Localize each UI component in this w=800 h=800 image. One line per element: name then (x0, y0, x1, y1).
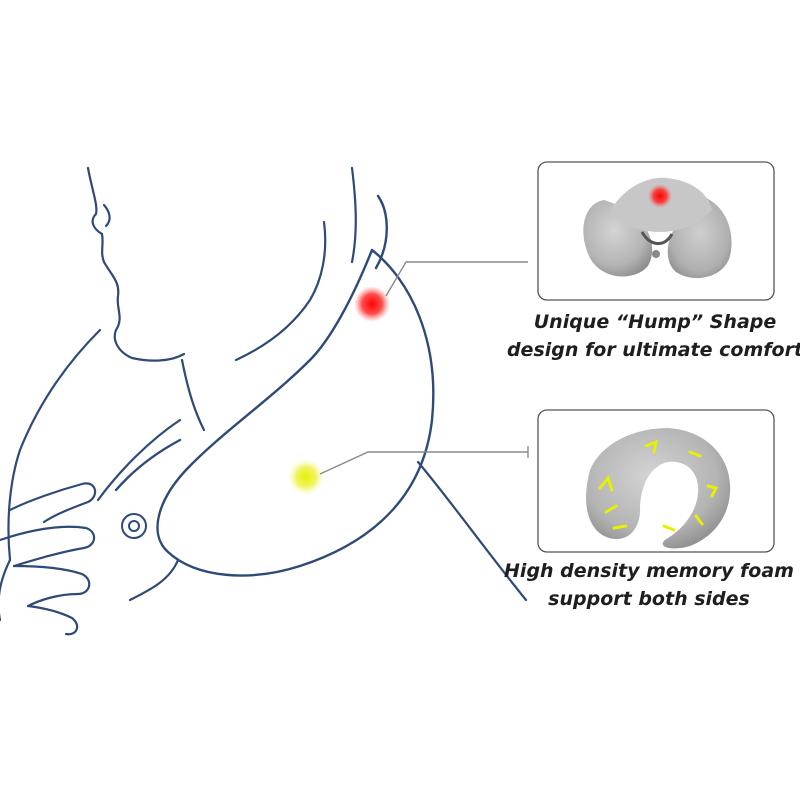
foam-arrows (598, 439, 719, 532)
arrow-right-2 (694, 514, 704, 526)
hand-thumb (8, 482, 97, 524)
snap-ring-inner (128, 520, 140, 532)
arrow-bottom (662, 524, 676, 532)
shoulder-right (416, 460, 528, 602)
leader-line-top (385, 261, 528, 297)
back-of-head (350, 166, 357, 264)
pillow-photo-bottom (586, 428, 731, 549)
pillow-u-shape (586, 428, 731, 549)
caption-hump-shape: Unique “Hump” Shape design for ultimate … (500, 308, 800, 364)
arrow-right-1 (706, 484, 719, 498)
product-frame-bottom (537, 409, 775, 553)
pillow-snap-dot (652, 250, 660, 258)
pillow-snap-strap (640, 231, 674, 245)
pillow-inner-curve (374, 194, 388, 270)
chest-line (128, 558, 180, 602)
caption-hump-line2: design for ultimate comfort (506, 339, 800, 361)
person-outline (0, 166, 528, 636)
product-frame-top (537, 161, 775, 301)
caption-foam-line2: support both sides (548, 588, 750, 610)
pillow-hump-red-dot (648, 184, 672, 208)
pillow-snap-button (121, 513, 147, 539)
nose-detail (102, 203, 111, 228)
shoulder-left (7, 328, 102, 562)
leader-lines (319, 261, 529, 475)
arrow-left-3 (612, 524, 628, 530)
caption-hump-line1: Unique “Hump” Shape (533, 311, 777, 333)
pillow-photo-top (583, 177, 732, 279)
caption-memory-foam: High density memory foam support both si… (488, 557, 800, 613)
pillow-outline (114, 194, 435, 577)
leader-line-bottom (319, 451, 528, 475)
caption-foam-line1: High density memory foam (504, 560, 794, 582)
snap-ring-outer (121, 513, 147, 539)
face-profile (86, 166, 186, 362)
hand-finger-1 (0, 525, 96, 568)
arrow-top-2 (688, 450, 702, 458)
pillow-outer-right (156, 248, 435, 577)
wrist-line (0, 558, 12, 622)
hand-finger-3 (26, 604, 79, 636)
pillow-left-wing (114, 438, 182, 492)
arrow-left-2 (604, 504, 618, 514)
collar-line (96, 418, 182, 502)
neck-front (180, 358, 206, 432)
arrow-left-1 (598, 474, 614, 492)
hand-finger-2 (12, 564, 91, 608)
arrow-top-1 (644, 439, 659, 454)
yellow-pressure-point-dot (288, 459, 324, 495)
red-pressure-point-dot (354, 286, 390, 322)
jaw-line (234, 220, 327, 362)
